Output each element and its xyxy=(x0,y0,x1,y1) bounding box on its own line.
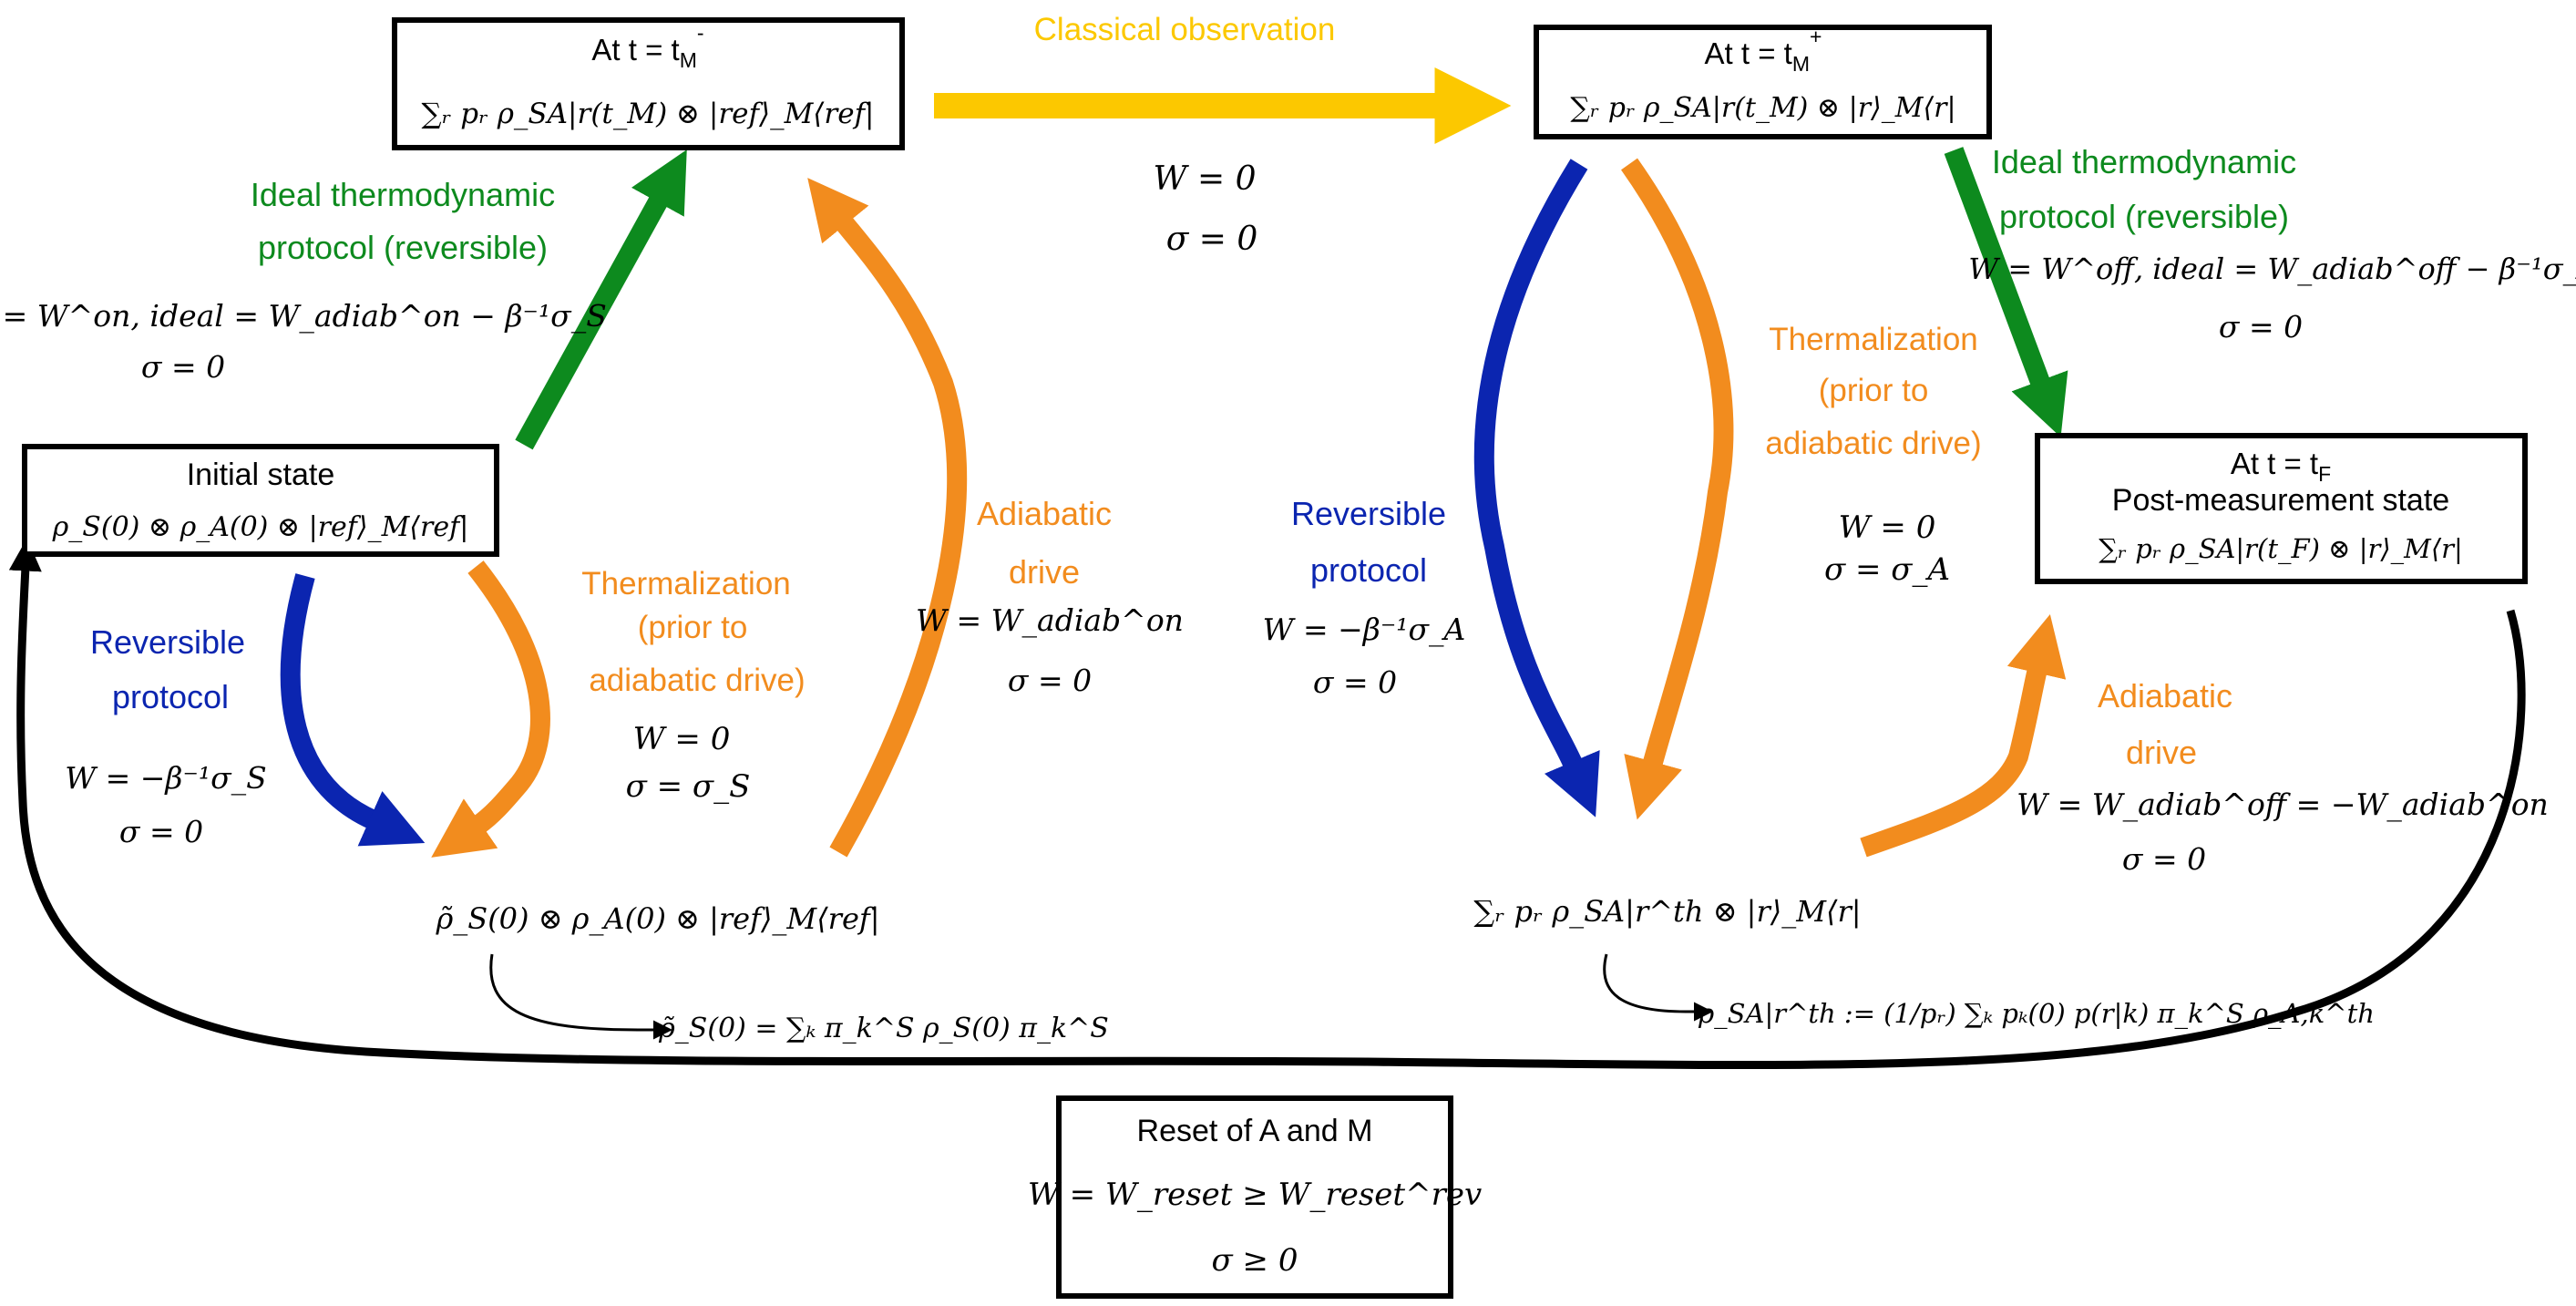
box-formula: ρ_S(0) ⊗ ρ_A(0) ⊗ |ref⟩_M⟨ref| xyxy=(52,511,469,543)
reset-cycle-arrow xyxy=(8,538,2526,1070)
definition-arrow-left xyxy=(489,953,672,1040)
box-initial-state: Initial state ρ_S(0) ⊗ ρ_A(0) ⊗ |ref⟩_M⟨… xyxy=(22,444,499,557)
box-superscript: - xyxy=(697,21,704,45)
label-entropy: σ = 0 xyxy=(1313,664,1397,700)
label-line-2: protocol (reversible) xyxy=(258,229,548,266)
label-work: W = 0 xyxy=(1154,160,1257,198)
label-line-1: Ideal thermodynamic xyxy=(1992,143,2296,180)
box-title: At t = t xyxy=(591,33,679,67)
label-line-3: adiabatic drive) xyxy=(1765,426,1981,461)
label-line-1: Adiabatic xyxy=(977,495,1112,532)
label-title: Classical observation xyxy=(1034,12,1336,47)
label-entropy: σ = 0 xyxy=(1166,221,1258,258)
label-line-2: protocol xyxy=(112,678,229,715)
label-entropy: σ = 0 xyxy=(2122,841,2206,877)
box-formula: ∑ᵣ pᵣ ρ_SA|r(t_M) ⊗ |ref⟩_M⟨ref| xyxy=(422,98,875,130)
label-line-1: Reversible xyxy=(90,623,245,661)
ideal-protocol-arrow-right xyxy=(1944,147,2068,437)
adiabatic-drive-arrow-left xyxy=(807,178,968,858)
reversible-protocol-arrow-left xyxy=(280,573,426,847)
label-line-1: Thermalization xyxy=(581,566,791,602)
label-line-2: drive xyxy=(1009,553,1080,591)
label-line-2: drive xyxy=(2126,734,2197,771)
thermalization-arrow-left xyxy=(431,560,550,858)
label-entropy: σ = 0 xyxy=(141,349,225,385)
label-line-3: adiabatic drive) xyxy=(589,663,805,698)
label-entropy: σ = σ_A xyxy=(1824,551,1950,588)
svg-text:At t = tF: At t = tF xyxy=(2231,447,2331,486)
box-subscript: M xyxy=(1792,52,1810,76)
label-work: W = W^on, ideal = W_adiab^on − β⁻¹σ_S xyxy=(0,298,607,334)
state-dephased-left: ρ̃_S(0) ⊗ ρ_A(0) ⊗ |ref⟩_M⟨ref| xyxy=(435,901,879,936)
label-work: W = 0 xyxy=(1839,509,1936,546)
svg-text:At t = tM-: At t = tM- xyxy=(591,21,703,72)
box-reset: Reset of A and M W = W_reset ≥ W_reset^r… xyxy=(1028,1095,1482,1299)
box-title: At t = t xyxy=(2231,447,2318,480)
label-thermalization-left: Thermalization (prior to adiabatic drive… xyxy=(581,566,805,805)
box-formula: ∑ᵣ pᵣ ρ_SA|r(t_F) ⊗ |r⟩_M⟨r| xyxy=(2099,533,2463,565)
box-line-2: σ ≥ 0 xyxy=(1212,1242,1298,1279)
state-thermalized-right: ∑ᵣ pᵣ ρ_SA|r^th ⊗ |r⟩_M⟨r| xyxy=(1473,894,1861,929)
label-work: W = W^off, ideal = W_adiab^off − β⁻¹σ_A xyxy=(1968,252,2576,286)
box-formula: ∑ᵣ pᵣ ρ_SA|r(t_M) ⊗ |r⟩_M⟨r| xyxy=(1570,92,1955,124)
definition-arrow-right xyxy=(1603,953,1713,1022)
label-entropy: σ = σ_S xyxy=(626,768,751,805)
box-subtitle: Post-measurement state xyxy=(2112,483,2449,518)
label-work: W = −β⁻¹σ_S xyxy=(65,760,267,797)
box-subscript: M xyxy=(680,48,697,72)
state-definition-right: ρ_SA|r^th := (1/pᵣ) ∑ₖ pₖ(0) p(r|k) π_k^… xyxy=(1698,998,2375,1030)
state-definition-left: ρ̃_S(0) = ∑ₖ π_k^S ρ_S(0) π_k^S xyxy=(658,1013,1109,1044)
box-superscript: + xyxy=(1810,25,1822,48)
box-at-tm-plus: At t = tM+ ∑ᵣ pᵣ ρ_SA|r(t_M) ⊗ |r⟩_M⟨r| xyxy=(1534,25,1992,139)
label-adiabatic-left: Adiabatic drive W = W_adiab^on σ = 0 xyxy=(916,495,1184,698)
svg-text:At t = tM+: At t = tM+ xyxy=(1705,25,1822,76)
label-line-2: protocol (reversible) xyxy=(1999,198,2289,235)
box-subscript: F xyxy=(2318,462,2331,486)
label-entropy: σ = 0 xyxy=(1008,663,1092,698)
label-thermalization-right: Thermalization (prior to adiabatic drive… xyxy=(1765,322,1981,588)
ideal-protocol-arrow-left xyxy=(515,149,687,450)
box-post-measurement: At t = tF Post-measurement state ∑ᵣ pᵣ ρ… xyxy=(2035,433,2528,584)
label-line-2: (prior to xyxy=(638,610,748,645)
box-title: At t = t xyxy=(1705,36,1792,70)
label-line-1: Thermalization xyxy=(1769,322,1978,357)
label-line-1: Reversible xyxy=(1291,495,1446,532)
thermalization-arrow-right xyxy=(1621,158,1734,820)
label-classical-observation: Classical observation W = 0 σ = 0 xyxy=(1034,12,1336,258)
box-at-tm-minus: At t = tM- ∑ᵣ pᵣ ρ_SA|r(t_M) ⊗ |ref⟩_M⟨r… xyxy=(392,17,905,150)
label-work: W = W_adiab^off = −W_adiab^on xyxy=(2017,787,2549,823)
label-entropy: σ = 0 xyxy=(2219,309,2303,344)
box-title: Reset of A and M xyxy=(1137,1114,1373,1148)
label-line-1: Ideal thermodynamic xyxy=(251,176,555,213)
reversible-protocol-arrow-right xyxy=(1473,159,1600,818)
label-reversible-left: Reversible protocol W = −β⁻¹σ_S σ = 0 xyxy=(65,623,267,849)
label-ideal-protocol-right: Ideal thermodynamic protocol (reversible… xyxy=(1968,143,2576,344)
label-line-2: protocol xyxy=(1310,551,1427,589)
box-title: Initial state xyxy=(187,458,335,492)
label-line-2: (prior to xyxy=(1819,373,1929,408)
label-work: W = −β⁻¹σ_A xyxy=(1263,612,1466,648)
label-reversible-right: Reversible protocol W = −β⁻¹σ_A σ = 0 xyxy=(1263,495,1466,700)
adiabatic-drive-arrow-right xyxy=(1860,613,2067,858)
label-line-1: Adiabatic xyxy=(2098,677,2232,715)
label-adiabatic-right: Adiabatic drive W = W_adiab^off = −W_adi… xyxy=(2017,677,2549,877)
label-work: W = 0 xyxy=(633,721,731,757)
box-line-1: W = W_reset ≥ W_reset^rev xyxy=(1028,1177,1482,1213)
label-work: W = W_adiab^on xyxy=(916,602,1184,639)
label-entropy: σ = 0 xyxy=(119,814,203,849)
label-ideal-protocol-left: Ideal thermodynamic protocol (reversible… xyxy=(0,176,607,385)
